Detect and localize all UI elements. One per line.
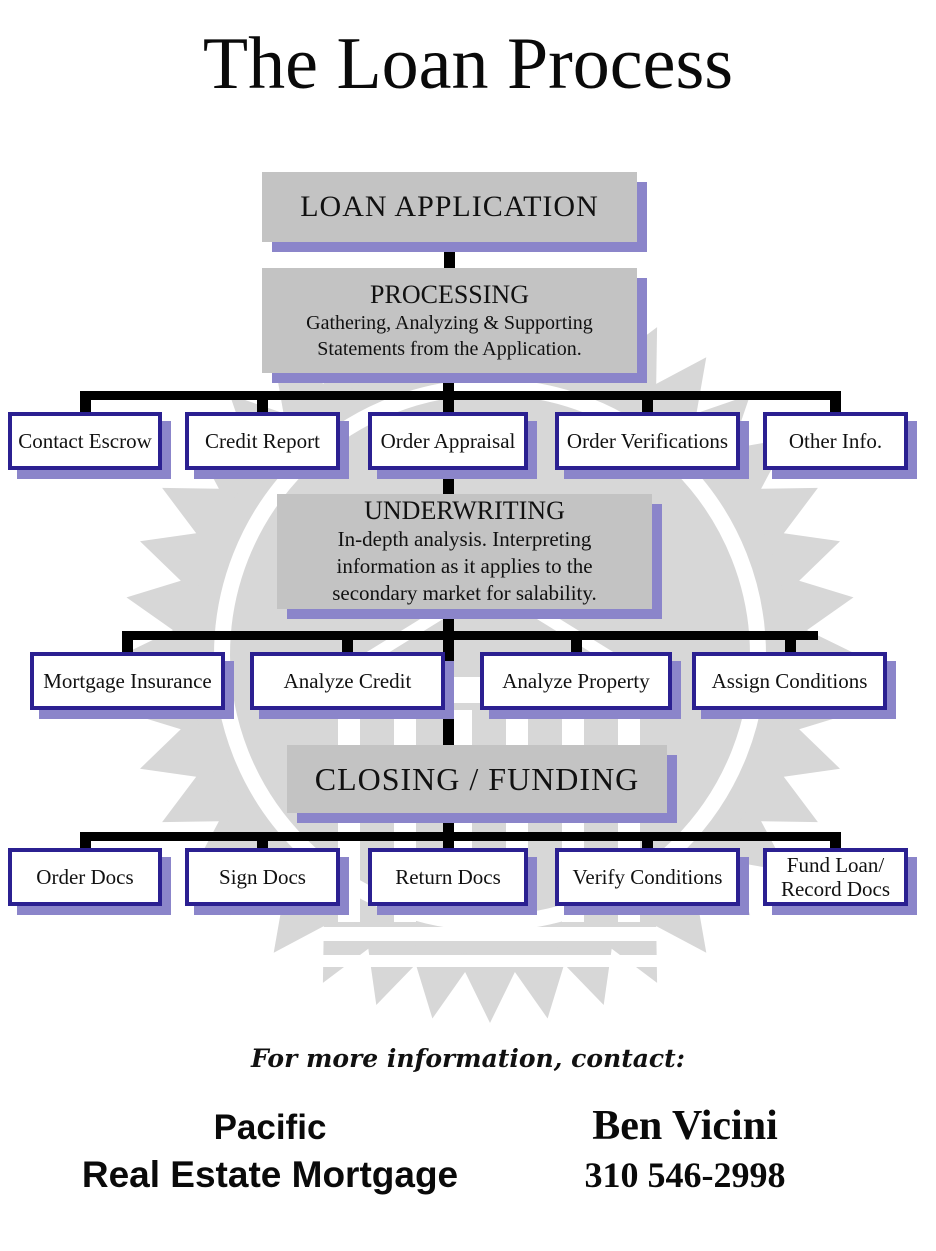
connector-drop-credit-report xyxy=(257,391,268,414)
company-name-line1: Pacific xyxy=(213,1108,327,1147)
contact-phone: 310 546-2998 xyxy=(584,1155,786,1195)
connector-row2-rail xyxy=(127,631,818,640)
node-loan-application: LOAN APPLICATION xyxy=(262,172,637,242)
order-appraisal-label: Order Appraisal xyxy=(380,428,516,453)
connector-drop-fund-loan xyxy=(830,832,841,850)
node-other-info: Other Info. xyxy=(763,412,908,470)
connector-drop-return-docs xyxy=(443,832,454,850)
credit-report-label: Credit Report xyxy=(205,428,320,453)
underwriting-title: UNDERWRITING xyxy=(364,495,565,525)
contact-note: For more information, contact: xyxy=(251,1044,685,1073)
node-fund-loan-record-docs: Fund Loan/ Record Docs xyxy=(763,848,908,906)
connector-drop-other-info xyxy=(830,391,841,414)
node-closing-funding: CLOSING / FUNDING xyxy=(287,745,667,813)
return-docs-label: Return Docs xyxy=(395,864,501,889)
processing-title: PROCESSING xyxy=(370,279,529,309)
connector-row3-rail xyxy=(85,832,836,841)
assign-conditions-label: Assign Conditions xyxy=(711,668,868,693)
node-mortgage-insurance: Mortgage Insurance xyxy=(30,652,225,710)
node-return-docs: Return Docs xyxy=(368,848,528,906)
connector-drop-sign-docs xyxy=(257,832,268,850)
connector-underwriting-riser xyxy=(443,468,454,496)
node-underwriting: UNDERWRITING In-depth analysis. Interpre… xyxy=(277,494,652,609)
processing-body: Gathering, Analyzing & Supporting Statem… xyxy=(306,311,593,360)
node-sign-docs: Sign Docs xyxy=(185,848,340,906)
contact-name: Ben Vicini xyxy=(592,1103,778,1149)
analyze-property-label: Analyze Property xyxy=(502,668,650,693)
connector-drop-analyze-property xyxy=(571,631,582,654)
connector-drop-analyze-credit xyxy=(342,631,353,654)
loan-application-label: LOAN APPLICATION xyxy=(300,190,599,223)
fund-loan-record-docs-label: Fund Loan/ Record Docs xyxy=(780,852,891,901)
connector-closing-drop xyxy=(443,811,454,834)
connector-drop-order-docs xyxy=(80,832,91,850)
connector-drop-verify-conditions xyxy=(642,832,653,850)
node-order-docs: Order Docs xyxy=(8,848,162,906)
node-credit-report: Credit Report xyxy=(185,412,340,470)
node-analyze-credit: Analyze Credit xyxy=(250,652,445,710)
node-contact-escrow: Contact Escrow xyxy=(8,412,162,470)
order-docs-label: Order Docs xyxy=(36,864,134,889)
page-title: The Loan Process xyxy=(202,23,734,105)
verify-conditions-label: Verify Conditions xyxy=(572,864,723,889)
mortgage-insurance-label: Mortgage Insurance xyxy=(43,668,212,693)
connector-row1-rail xyxy=(85,391,836,400)
contact-escrow-label: Contact Escrow xyxy=(18,428,152,453)
node-processing: PROCESSING Gathering, Analyzing & Suppor… xyxy=(262,268,637,373)
node-verify-conditions: Verify Conditions xyxy=(555,848,740,906)
company-name-line2: Real Estate Mortgage xyxy=(81,1154,459,1195)
order-verifications-label: Order Verifications xyxy=(566,428,729,453)
connector-loanapp-processing xyxy=(444,240,455,270)
closing-funding-label: CLOSING / FUNDING xyxy=(314,760,640,797)
node-analyze-property: Analyze Property xyxy=(480,652,672,710)
sign-docs-label: Sign Docs xyxy=(219,864,306,889)
underwriting-body: In-depth analysis. Interpreting informat… xyxy=(332,526,597,606)
node-order-appraisal: Order Appraisal xyxy=(368,412,528,470)
connector-drop-mortgage-insurance xyxy=(122,631,133,654)
connector-drop-contact-escrow xyxy=(80,391,91,414)
connector-underwriting-drop xyxy=(443,607,454,633)
other-info-label: Other Info. xyxy=(788,428,883,453)
analyze-credit-label: Analyze Credit xyxy=(283,668,412,693)
connector-closing-riser xyxy=(443,631,454,745)
node-order-verifications: Order Verifications xyxy=(555,412,740,470)
connector-drop-assign-conditions xyxy=(785,631,796,654)
node-assign-conditions: Assign Conditions xyxy=(692,652,887,710)
connector-drop-order-verifications xyxy=(642,391,653,414)
